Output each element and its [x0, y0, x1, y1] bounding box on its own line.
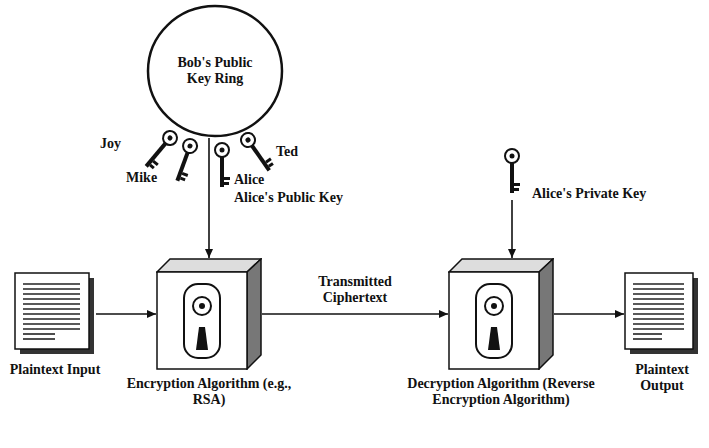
- node-text: Decryption Algorithm (Reverse Encryption…: [399, 376, 604, 408]
- document-node: Plaintext Input: [14, 272, 96, 356]
- key-label: Alice's Public Key: [234, 190, 344, 206]
- connector: [208, 138, 210, 258]
- joy-key: [141, 128, 181, 171]
- private-key: [505, 149, 520, 193]
- key-label: Ted: [276, 144, 316, 160]
- box-shape: [156, 258, 262, 370]
- key-label: Alice: [234, 172, 294, 188]
- document-node: Plaintext Output: [624, 272, 700, 356]
- private-key-arrow: [511, 200, 513, 258]
- node-text: Bob's Public Key Ring: [146, 4, 284, 138]
- connector: [554, 313, 624, 315]
- doc-shape: [624, 272, 700, 356]
- key-label: Joy: [100, 136, 140, 152]
- key-label: Alice's Private Key: [532, 186, 652, 202]
- key-ring-node: Bob's Public Key Ring: [146, 4, 284, 138]
- algorithm-box: Encryption Algorithm (e.g., RSA): [156, 258, 262, 370]
- mike-key: [171, 137, 200, 183]
- algorithm-box: Decryption Algorithm (Reverse Encryption…: [448, 258, 554, 370]
- node-text: Encryption Algorithm (e.g., RSA): [122, 376, 297, 408]
- alice-key: [215, 143, 230, 187]
- node-text: Plaintext Output: [621, 362, 703, 394]
- doc-shape: [14, 272, 96, 356]
- key-label: Mike: [126, 170, 176, 186]
- ted-key: [238, 130, 276, 175]
- node-text: Plaintext Input: [5, 362, 105, 378]
- edge-label: Transmitted Ciphertext: [288, 274, 422, 306]
- box-shape: [448, 258, 554, 370]
- connector: [96, 313, 156, 315]
- connector: [262, 313, 448, 315]
